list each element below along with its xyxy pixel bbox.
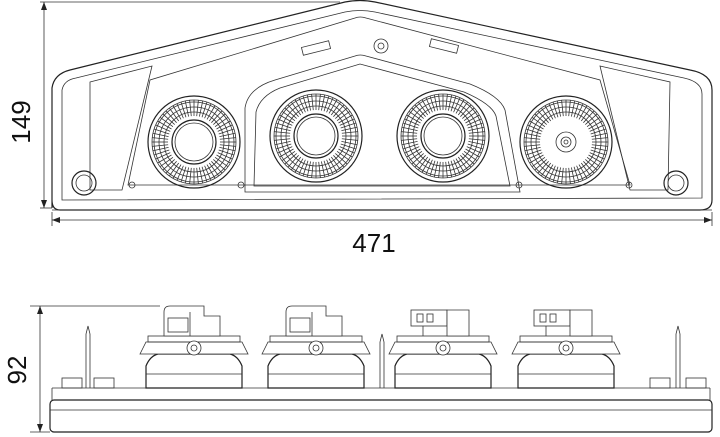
right-bolt	[663, 170, 689, 196]
top-bolt	[373, 38, 389, 54]
base-plate	[49, 399, 713, 433]
side-unit-3	[388, 309, 498, 389]
side-unit-4	[511, 309, 621, 389]
dim-width: 471	[51, 212, 713, 258]
left-stud	[61, 325, 115, 389]
side-unit-2	[261, 305, 371, 389]
dim-label-92: 92	[2, 356, 32, 385]
clip-left	[300, 40, 332, 56]
front-view	[51, 0, 713, 211]
dim-height-top: 149	[6, 1, 340, 209]
left-wing	[89, 65, 153, 191]
right-wing	[599, 65, 671, 191]
lamp-3	[396, 89, 490, 183]
dim-height-side: 92	[2, 305, 160, 433]
center-plate	[127, 16, 631, 186]
lamp-group	[147, 89, 613, 189]
right-stud	[649, 325, 707, 389]
dim-label-471: 471	[352, 228, 395, 258]
lamp-1	[147, 95, 241, 189]
dim-label-149: 149	[6, 100, 36, 143]
lamp-2	[269, 89, 363, 183]
center-stud	[379, 333, 385, 388]
lamp-4	[519, 95, 613, 189]
clip-right	[428, 38, 460, 54]
housing-outline	[51, 0, 713, 211]
left-bolt	[71, 170, 97, 196]
side-unit-1	[139, 305, 249, 389]
center-bay	[244, 54, 521, 193]
housing-inner	[61, 10, 703, 201]
side-unit-group	[139, 305, 621, 389]
center-bay-inner	[253, 63, 511, 187]
side-view	[49, 305, 713, 433]
